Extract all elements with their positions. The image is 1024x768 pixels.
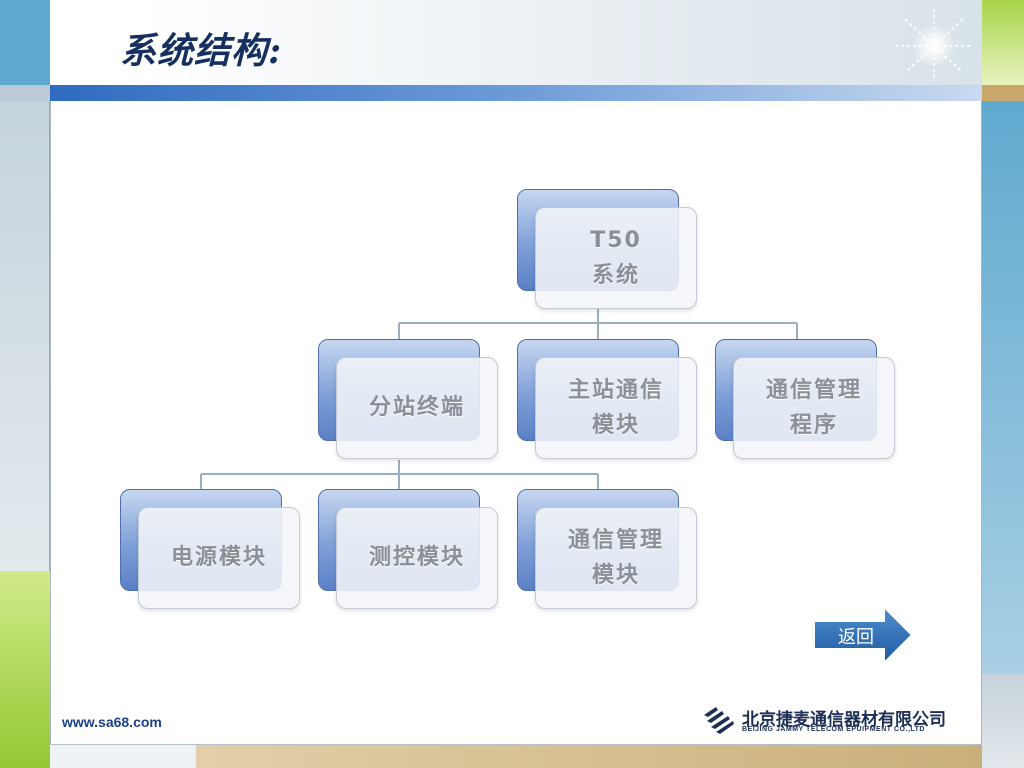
- node-master-comm-module[interactable]: 主站通信 模块: [517, 339, 697, 459]
- node-comm-management-module[interactable]: 通信管理 模块: [517, 489, 697, 609]
- node-power-module-label: 电源模块: [170, 545, 267, 571]
- node-comm-management-program[interactable]: 通信管理 程序: [715, 339, 895, 459]
- sparkle-icon: [895, 9, 975, 83]
- node-measure-control-module-front: 测控模块: [336, 507, 498, 609]
- node-root-front: T50 系统: [535, 207, 697, 309]
- company-logo-icon: [704, 707, 734, 734]
- node-comm-management-module-front: 通信管理 模块: [535, 507, 697, 609]
- left-frame-middle: [0, 101, 50, 571]
- left-frame-band: [0, 85, 50, 101]
- node-comm-management-program-front: 通信管理 程序: [733, 357, 895, 459]
- node-power-module[interactable]: 电源模块: [120, 489, 300, 609]
- node-substation-terminal-front: 分站终端: [336, 357, 498, 459]
- back-button[interactable]: 返回: [812, 606, 914, 664]
- node-substation-terminal[interactable]: 分站终端: [318, 339, 498, 459]
- node-root-label: T50 系统: [590, 227, 642, 288]
- right-frame-top: [982, 0, 1024, 85]
- footer-url[interactable]: www.sa68.com: [62, 714, 162, 730]
- node-comm-management-program-label: 通信管理 程序: [765, 377, 862, 438]
- left-frame-top: [0, 0, 50, 85]
- node-master-comm-module-label: 主站通信 模块: [567, 377, 664, 438]
- node-comm-management-module-label: 通信管理 模块: [567, 527, 664, 588]
- left-frame-bottom: [0, 571, 50, 768]
- node-measure-control-module-label: 测控模块: [368, 545, 465, 571]
- node-root[interactable]: T50 系统: [517, 189, 697, 309]
- node-power-module-front: 电源模块: [138, 507, 300, 609]
- header-blue-band: [50, 85, 982, 101]
- node-substation-terminal-label: 分站终端: [368, 395, 465, 421]
- header-background: [50, 0, 982, 85]
- slide-title: 系统结构:: [120, 30, 283, 72]
- node-master-comm-module-front: 主站通信 模块: [535, 357, 697, 459]
- company-name-chinese: 北京捷麦通信器材有限公司: [742, 710, 946, 730]
- footer-right-band: [196, 744, 982, 768]
- right-arrow-icon: [813, 606, 914, 664]
- company-logo: 北京捷麦通信器材有限公司 BEIJING JAMMY TELECOM EPUIP…: [702, 703, 972, 739]
- right-frame-bottom: [982, 674, 1024, 768]
- node-measure-control-module[interactable]: 测控模块: [318, 489, 498, 609]
- footer-left-band: [50, 744, 196, 768]
- company-name-english: BEIJING JAMMY TELECOM EPUIPMENT CO.,LTD: [742, 726, 925, 733]
- back-button-label: 返回: [838, 627, 874, 648]
- right-frame-band: [982, 85, 1024, 101]
- right-frame-middle: [982, 101, 1024, 674]
